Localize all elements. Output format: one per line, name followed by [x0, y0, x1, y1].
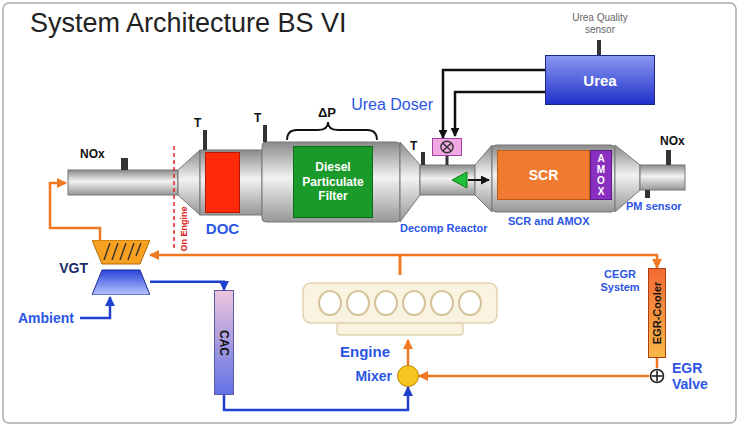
urea-return-line — [455, 92, 545, 136]
temp-sensor — [421, 152, 425, 165]
node-label: Mixer — [355, 368, 392, 384]
exhaust-flow — [50, 183, 100, 240]
pm-sensor — [645, 190, 650, 198]
flow-connector — [224, 387, 408, 410]
node-label: DOC — [206, 220, 239, 237]
engine-boundary — [173, 146, 175, 250]
temp-sensor — [263, 125, 267, 142]
node-label: Urea Doser — [351, 96, 433, 114]
amox-block: AMOX — [590, 150, 612, 200]
nox-sensor — [121, 158, 128, 170]
flow-connector — [407, 340, 410, 365]
node-label: Urea — [583, 72, 616, 89]
urea-doser: Urea Doser — [432, 138, 462, 156]
flow-connector — [419, 375, 649, 378]
part-label: Urea Quality sensor — [562, 12, 638, 35]
injection-cone — [452, 172, 467, 188]
flow-connector — [656, 358, 659, 368]
node-label: VGT — [59, 260, 88, 276]
outlet-cone — [400, 142, 420, 222]
scr-inlet-cone — [475, 145, 492, 212]
part-label: NOx — [660, 134, 685, 148]
scr-can — [492, 145, 615, 212]
engine-block: Engine — [275, 275, 525, 340]
dpf-can — [262, 142, 400, 222]
part-label: NOx — [80, 147, 105, 161]
part-label: CEGR System — [596, 268, 644, 293]
doc-can — [200, 150, 262, 215]
vgt-turbo: VGT — [92, 240, 150, 295]
part-label: SCR and AMOX — [508, 215, 590, 227]
spray-arrow — [468, 179, 489, 181]
urea-quality-sensor — [597, 40, 601, 55]
urea-tank: Urea — [545, 55, 655, 105]
flow-connector — [443, 70, 545, 138]
charge-air-cooler: CAC — [214, 290, 234, 395]
node-label: EGR-Cooler — [651, 282, 663, 344]
egr-valve: EGR Valve — [649, 368, 665, 384]
dpf-block: Diesel Particulate Filter — [293, 146, 373, 218]
nox-sensor — [666, 150, 671, 165]
node-label: AMOX — [596, 153, 606, 197]
part-label: On Engine — [179, 207, 189, 252]
exhaust-pipe — [68, 170, 178, 195]
part-label: T — [194, 116, 201, 130]
part-label: ΔP — [318, 105, 336, 120]
flow-connector — [150, 255, 400, 275]
decomp-pipe — [420, 165, 475, 195]
egr-cooler: EGR-Cooler — [648, 268, 666, 358]
diagram-title: System Architecture BS VI — [30, 8, 347, 39]
part-label: T — [410, 139, 417, 153]
node-label: Diesel Particulate Filter — [297, 160, 369, 203]
mixer: Mixer — [397, 365, 419, 387]
node-label: EGR Valve — [672, 360, 722, 392]
node-label: SCR — [529, 167, 559, 183]
dp-bracket — [287, 122, 377, 140]
part-label: PM sensor — [626, 200, 682, 212]
doser-stem — [446, 156, 449, 165]
node-label: CAC — [217, 330, 231, 356]
node-label: Engine — [340, 343, 390, 360]
doc-block: DOC — [205, 152, 240, 213]
part-label: T — [254, 111, 261, 125]
temp-sensor — [203, 130, 207, 150]
part-label: Decomp Reactor — [400, 222, 487, 234]
part-label: Ambient — [18, 310, 74, 326]
tailpipe — [640, 165, 685, 190]
flow-connector — [150, 282, 224, 290]
inlet-cone — [178, 150, 200, 215]
scr-block: SCR — [497, 150, 590, 200]
ambient-air-flow — [80, 297, 110, 318]
frame — [3, 3, 736, 423]
